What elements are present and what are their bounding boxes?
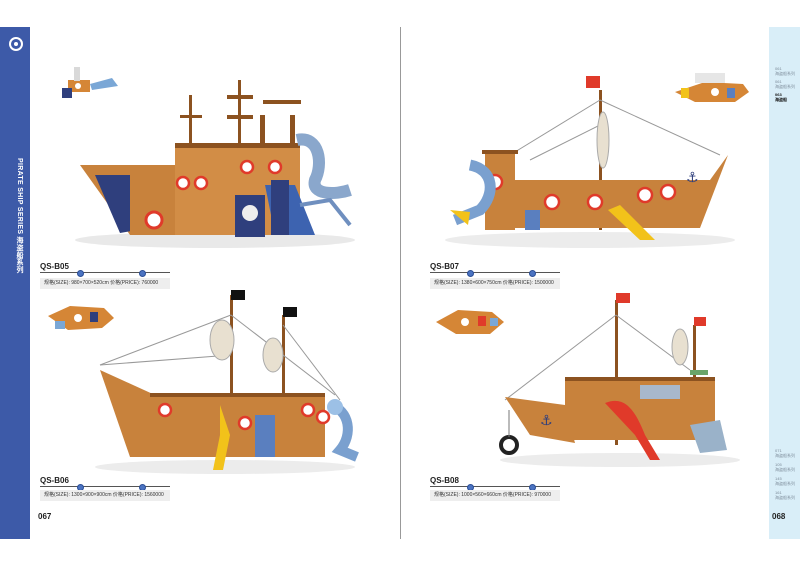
divider [430, 486, 560, 487]
size-icon [467, 270, 474, 277]
product-image: ⚓ [499, 293, 740, 467]
page-number-right: 068 [772, 512, 786, 521]
svg-text:⚓: ⚓ [540, 413, 553, 429]
divider [40, 486, 170, 487]
product-spec: 规格(SIZE): 1000×560×660cm 价格(PRICE): 9700… [430, 490, 560, 501]
product-code: QS-B08 [430, 476, 459, 485]
product-code: QS-B05 [40, 262, 69, 271]
product-top-view-image [62, 67, 118, 98]
product-code: QS-B06 [40, 476, 69, 485]
product-code: QS-B07 [430, 262, 459, 271]
product-top-view-image [675, 73, 749, 102]
price-icon [529, 270, 536, 277]
size-icon [77, 270, 84, 277]
product-spec: 规格(SIZE): 1300×900×900cm 价格(PRICE): 1560… [40, 490, 170, 501]
divider [430, 272, 560, 273]
page-spine [400, 27, 401, 539]
product-top-view-image [436, 310, 504, 334]
price-icon [139, 270, 146, 277]
catalog-index-sidebar [769, 27, 800, 539]
product-image [75, 80, 355, 248]
series-title: PIRATE SHIP SERIES 海盗船系列 [16, 158, 23, 274]
product-top-view-image [48, 306, 114, 330]
series-sidebar [0, 27, 30, 539]
product-image [95, 290, 359, 474]
product-image: ⚓ [445, 76, 735, 248]
svg-text:⚓: ⚓ [686, 170, 699, 186]
logo-icon [9, 37, 23, 51]
page-number-left: 067 [38, 512, 52, 521]
product-spec: 规格(SIZE): 1380×600×750cm 价格(PRICE): 1500… [430, 278, 560, 289]
product-spec: 规格(SIZE): 980×700×520cm 价格(PRICE): 76000… [40, 278, 170, 289]
divider [40, 272, 170, 273]
